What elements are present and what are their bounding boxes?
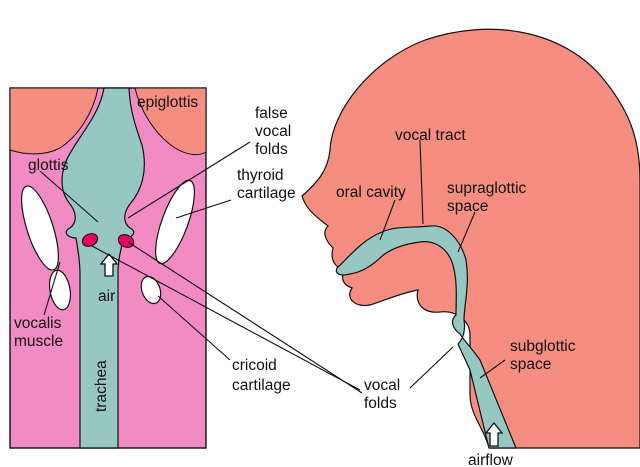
label-thyroid-cartilage-1: thyroid [237, 167, 284, 184]
head-profile [302, 29, 640, 448]
label-vocal-folds-1: vocal [364, 377, 400, 394]
label-cricoid-cartilage-2: cartilage [232, 377, 291, 394]
label-false-vocal-folds-2: vocal [255, 123, 291, 140]
label-vocal-folds-2: folds [364, 395, 397, 412]
label-thyroid-cartilage-2: cartilage [237, 185, 296, 202]
label-false-vocal-folds-1: false [255, 105, 288, 122]
label-glottis: glottis [28, 157, 69, 174]
head-silhouette [302, 29, 640, 448]
label-subglottic-space-2: space [510, 356, 551, 373]
label-vocal-tract: vocal tract [395, 127, 466, 144]
label-supraglottic-space-2: space [447, 198, 488, 215]
label-vocalis-muscle-1: vocalis [14, 315, 62, 332]
label-supraglottic-space-1: supraglottic [447, 180, 527, 197]
label-oral-cavity: oral cavity [336, 184, 406, 201]
label-subglottic-space-1: subglottic [510, 338, 576, 355]
label-epiglottis: epiglottis [137, 94, 198, 111]
label-vocalis-muscle-2: muscle [14, 333, 63, 350]
label-false-vocal-folds-3: folds [255, 141, 288, 158]
label-air: air [98, 288, 115, 305]
label-cricoid-cartilage-1: cricoid [232, 357, 277, 374]
label-trachea: trachea [93, 360, 110, 412]
label-airflow: airflow [468, 452, 514, 467]
